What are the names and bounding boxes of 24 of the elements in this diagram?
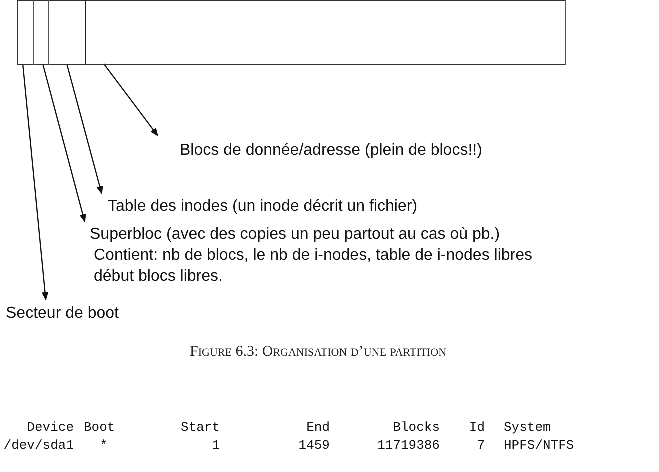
table-header: Blocks — [393, 420, 440, 435]
table-cell: * — [100, 438, 108, 453]
table-cell: /dev/sda1 — [4, 438, 74, 453]
table-header: Start — [180, 420, 220, 435]
table-cell: 11719386 — [378, 438, 440, 453]
table-cell: 1 — [212, 438, 220, 453]
table-cell: 7 — [477, 438, 485, 453]
table-cell: HPFS/NTFS — [504, 438, 574, 453]
figure-caption: Figure 6.3: Organisation d’une partition — [190, 344, 447, 361]
table-header: System — [504, 420, 551, 435]
table-header: End — [306, 420, 330, 435]
table-cell: 1459 — [298, 438, 330, 453]
leader-line — [22, 64, 49, 301]
leader-line — [66, 64, 104, 195]
table-header: Id — [469, 420, 485, 435]
annotation-text: Superbloc (avec des copies un peu partout au cas où pb.) — [90, 225, 502, 245]
leader-line — [42, 64, 86, 223]
table-header: Device — [27, 420, 74, 435]
annotation-text: Blocs de donnée/adresse (plein de blocs!!) — [180, 141, 484, 161]
annotation-detail: Contient: nb de blocs, le nb de i-nodes, table de i-nodes libres début blocs libres. — [93, 246, 534, 287]
leader-line — [104, 64, 158, 137]
table-header: Boot — [84, 420, 116, 435]
annotation-text: Table des inodes (un inode décrit un fichier) — [108, 197, 419, 217]
annotation-text: Secteur de boot — [6, 304, 120, 324]
